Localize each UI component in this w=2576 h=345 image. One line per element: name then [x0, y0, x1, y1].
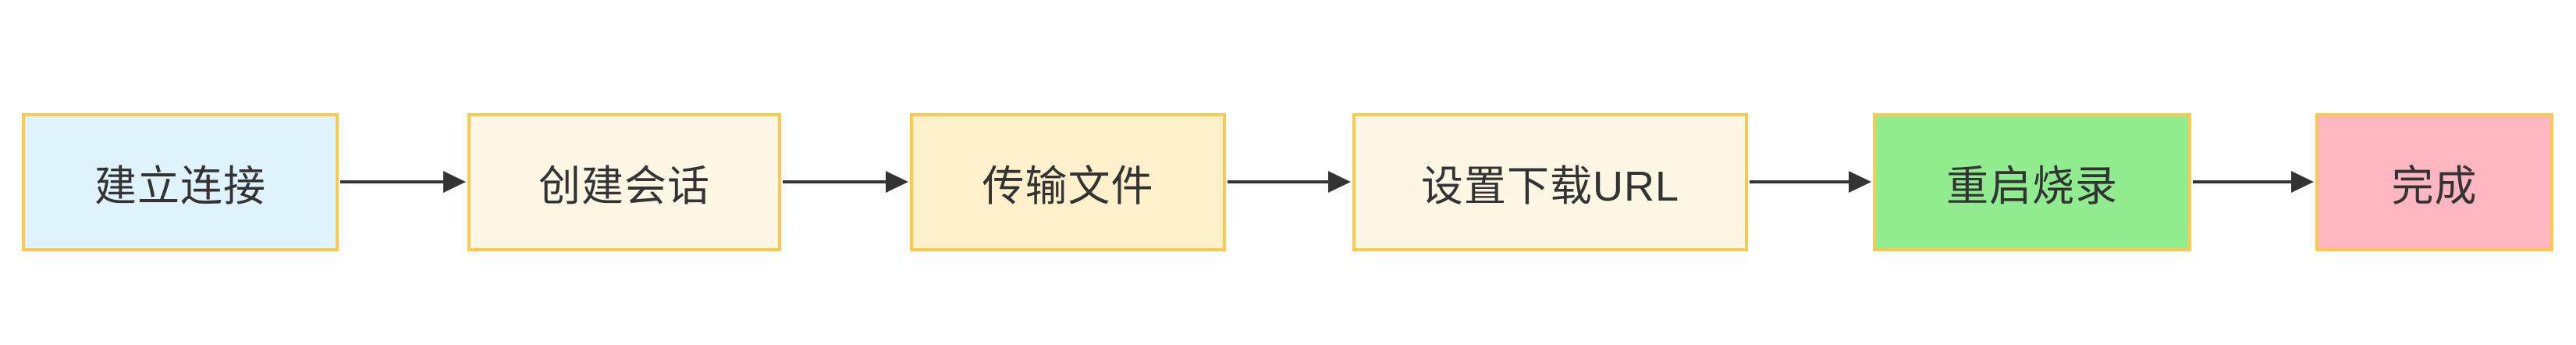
arrow-seturl-to-reboot — [1750, 171, 1871, 193]
arrow-session-to-transfer — [783, 171, 908, 193]
node-transfer-file: 传输文件 — [910, 113, 1226, 251]
arrow-transfer-to-seturl — [1228, 171, 1351, 193]
node-establish-connection: 建立连接 — [22, 113, 339, 251]
arrow-reboot-to-done — [2193, 171, 2314, 193]
arrow-establish-to-session — [340, 171, 466, 193]
node-done: 完成 — [2315, 113, 2553, 251]
node-reboot-burn: 重启烧录 — [1873, 113, 2191, 251]
node-set-download-url: 设置下载URL — [1352, 113, 1748, 251]
node-create-session: 创建会话 — [467, 113, 781, 251]
